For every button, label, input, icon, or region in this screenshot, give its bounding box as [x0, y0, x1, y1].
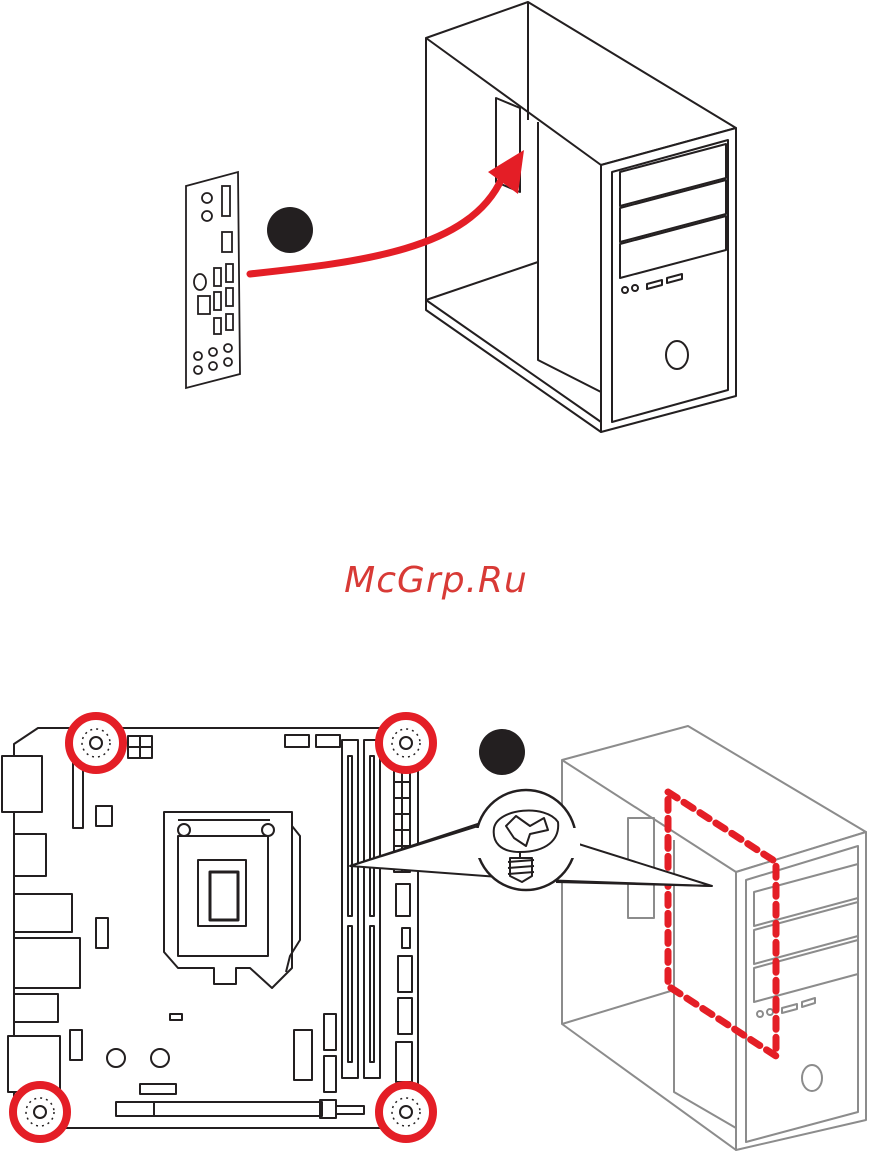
step-2-marker — [479, 729, 525, 775]
step-1-marker — [267, 207, 313, 253]
io-shield — [186, 172, 240, 388]
screw-hole-top-right — [379, 716, 433, 770]
pc-case-bottom — [562, 726, 866, 1150]
screw-hole-top-left — [69, 716, 123, 770]
motherboard — [2, 728, 418, 1128]
screw-hole-bottom-right — [379, 1085, 433, 1139]
screw-hole-bottom-left — [13, 1085, 67, 1139]
watermark-text: McGrp.Ru — [0, 560, 872, 601]
